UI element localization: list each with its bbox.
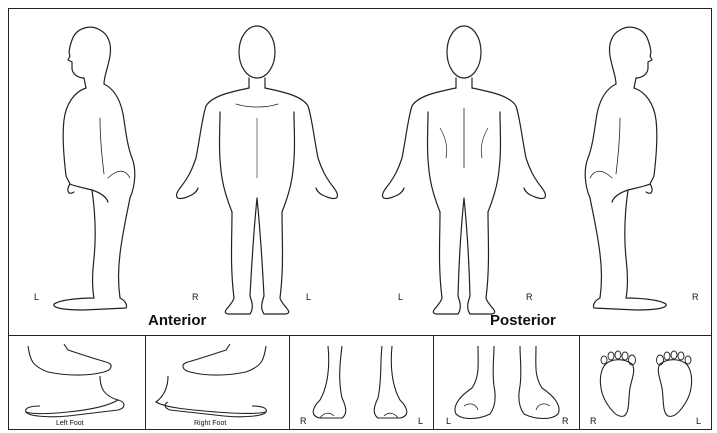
feet-sole-panel: R L — [580, 336, 712, 430]
full-body-section: L R L L R R Anterior Posterior — [8, 8, 712, 336]
feet-front-L-marker: L — [418, 416, 423, 426]
right-foot-caption: Right Foot — [194, 420, 226, 427]
posterior-R-marker: R — [526, 292, 533, 302]
feet-back-svg — [434, 336, 580, 430]
anterior-R-marker: R — [192, 292, 199, 302]
anterior-figure — [177, 26, 338, 314]
posterior-figure — [383, 26, 546, 314]
left-foot-panel: Left Foot — [8, 336, 146, 430]
feet-sole-svg — [580, 336, 712, 430]
right-profile-figure — [585, 27, 666, 310]
feet-front-R-marker: R — [300, 416, 307, 426]
feet-front-svg — [290, 336, 434, 430]
feet-sole-L-marker: L — [696, 416, 701, 426]
feet-sole-R-marker: R — [590, 416, 597, 426]
feet-back-panel: L R — [434, 336, 580, 430]
left-foot-caption: Left Foot — [56, 420, 84, 427]
right-foot-panel: Right Foot — [146, 336, 290, 430]
body-figures-svg — [8, 8, 712, 336]
posterior-L-marker: L — [398, 292, 403, 302]
feet-back-R-marker: R — [562, 416, 569, 426]
left-foot-svg — [8, 336, 146, 430]
right-foot-svg — [146, 336, 290, 430]
anterior-title: Anterior — [148, 312, 206, 329]
feet-front-panel: R L — [290, 336, 434, 430]
left-profile-L-marker: L — [34, 292, 39, 302]
right-profile-R-marker: R — [692, 292, 699, 302]
anterior-L-marker: L — [306, 292, 311, 302]
posterior-title: Posterior — [490, 312, 556, 329]
left-profile-figure — [54, 27, 135, 310]
feet-back-L-marker: L — [446, 416, 451, 426]
